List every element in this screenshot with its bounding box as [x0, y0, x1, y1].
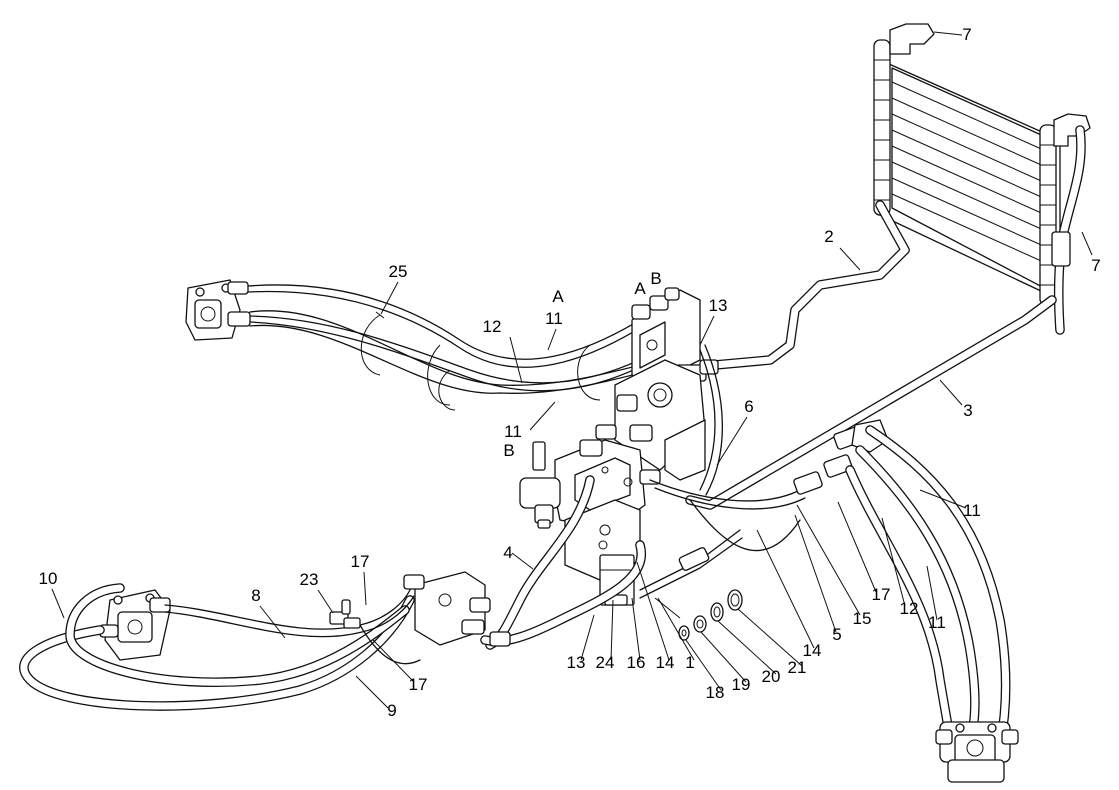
callout-c13b: 13 [567, 653, 586, 672]
upper-hose-bundle-11-12 [247, 284, 661, 411]
callout-c14b: 14 [656, 653, 675, 672]
callout-c7a: 7 [962, 25, 971, 44]
callout-c8: 8 [251, 586, 260, 605]
callout-c16: 16 [627, 653, 646, 672]
callout-c3: 3 [963, 401, 972, 420]
callout-c7b: 7 [1091, 256, 1100, 275]
lower-valve [403, 571, 511, 647]
leader-lines [51, 31, 1093, 709]
callout-c15: 15 [853, 609, 872, 628]
tee-fitting-23 [329, 599, 361, 629]
callout-c2: 2 [824, 227, 833, 246]
callout-c25: 25 [389, 262, 408, 281]
callout-c11a: 11 [545, 309, 563, 328]
lower-left-hoses-8-9-10 [19, 583, 421, 711]
callout-c9: 9 [387, 701, 396, 720]
callout-cB2: B [503, 441, 514, 460]
callout-c17a: 17 [351, 552, 370, 571]
callout-c23: 23 [300, 570, 319, 589]
callout-c13a: 13 [709, 296, 728, 315]
valve-block-16 [564, 499, 641, 606]
callout-c12b: 12 [900, 599, 919, 618]
callout-c17c: 17 [409, 675, 428, 694]
callout-c19: 19 [732, 675, 751, 694]
callout-c14a: 14 [803, 641, 822, 660]
cooler-hose-7 [1051, 125, 1086, 335]
tube-2 [710, 200, 910, 370]
callout-cA1: A [552, 287, 564, 306]
right-hose-bundle-11-12 [845, 425, 1011, 750]
callout-cA2: A [634, 279, 646, 298]
lower-right-motor [935, 721, 1019, 783]
pump-assembly [614, 359, 706, 481]
lower-left-motor [99, 589, 171, 661]
callout-c11b: 11 [504, 422, 522, 441]
callout-c5: 5 [832, 625, 841, 644]
callout-c4: 4 [503, 543, 512, 562]
seal-kit-18-21 [654, 589, 743, 641]
callout-c18: 18 [706, 683, 725, 702]
callout-c6: 6 [744, 397, 753, 416]
callout-c11d: 11 [928, 613, 946, 632]
callout-c12a: 12 [483, 317, 502, 336]
callout-c10: 10 [39, 569, 58, 588]
upper-left-motor [185, 279, 251, 341]
callout-c17b: 17 [872, 585, 891, 604]
callout-c21: 21 [788, 658, 807, 677]
right-fittings [793, 419, 889, 495]
callout-c1: 1 [685, 653, 694, 672]
callout-c20: 20 [762, 667, 781, 686]
callout-cB1: B [650, 269, 661, 288]
oil-cooler [873, 23, 1091, 306]
callout-c11c: 11 [963, 501, 981, 520]
callout-c24: 24 [596, 653, 615, 672]
